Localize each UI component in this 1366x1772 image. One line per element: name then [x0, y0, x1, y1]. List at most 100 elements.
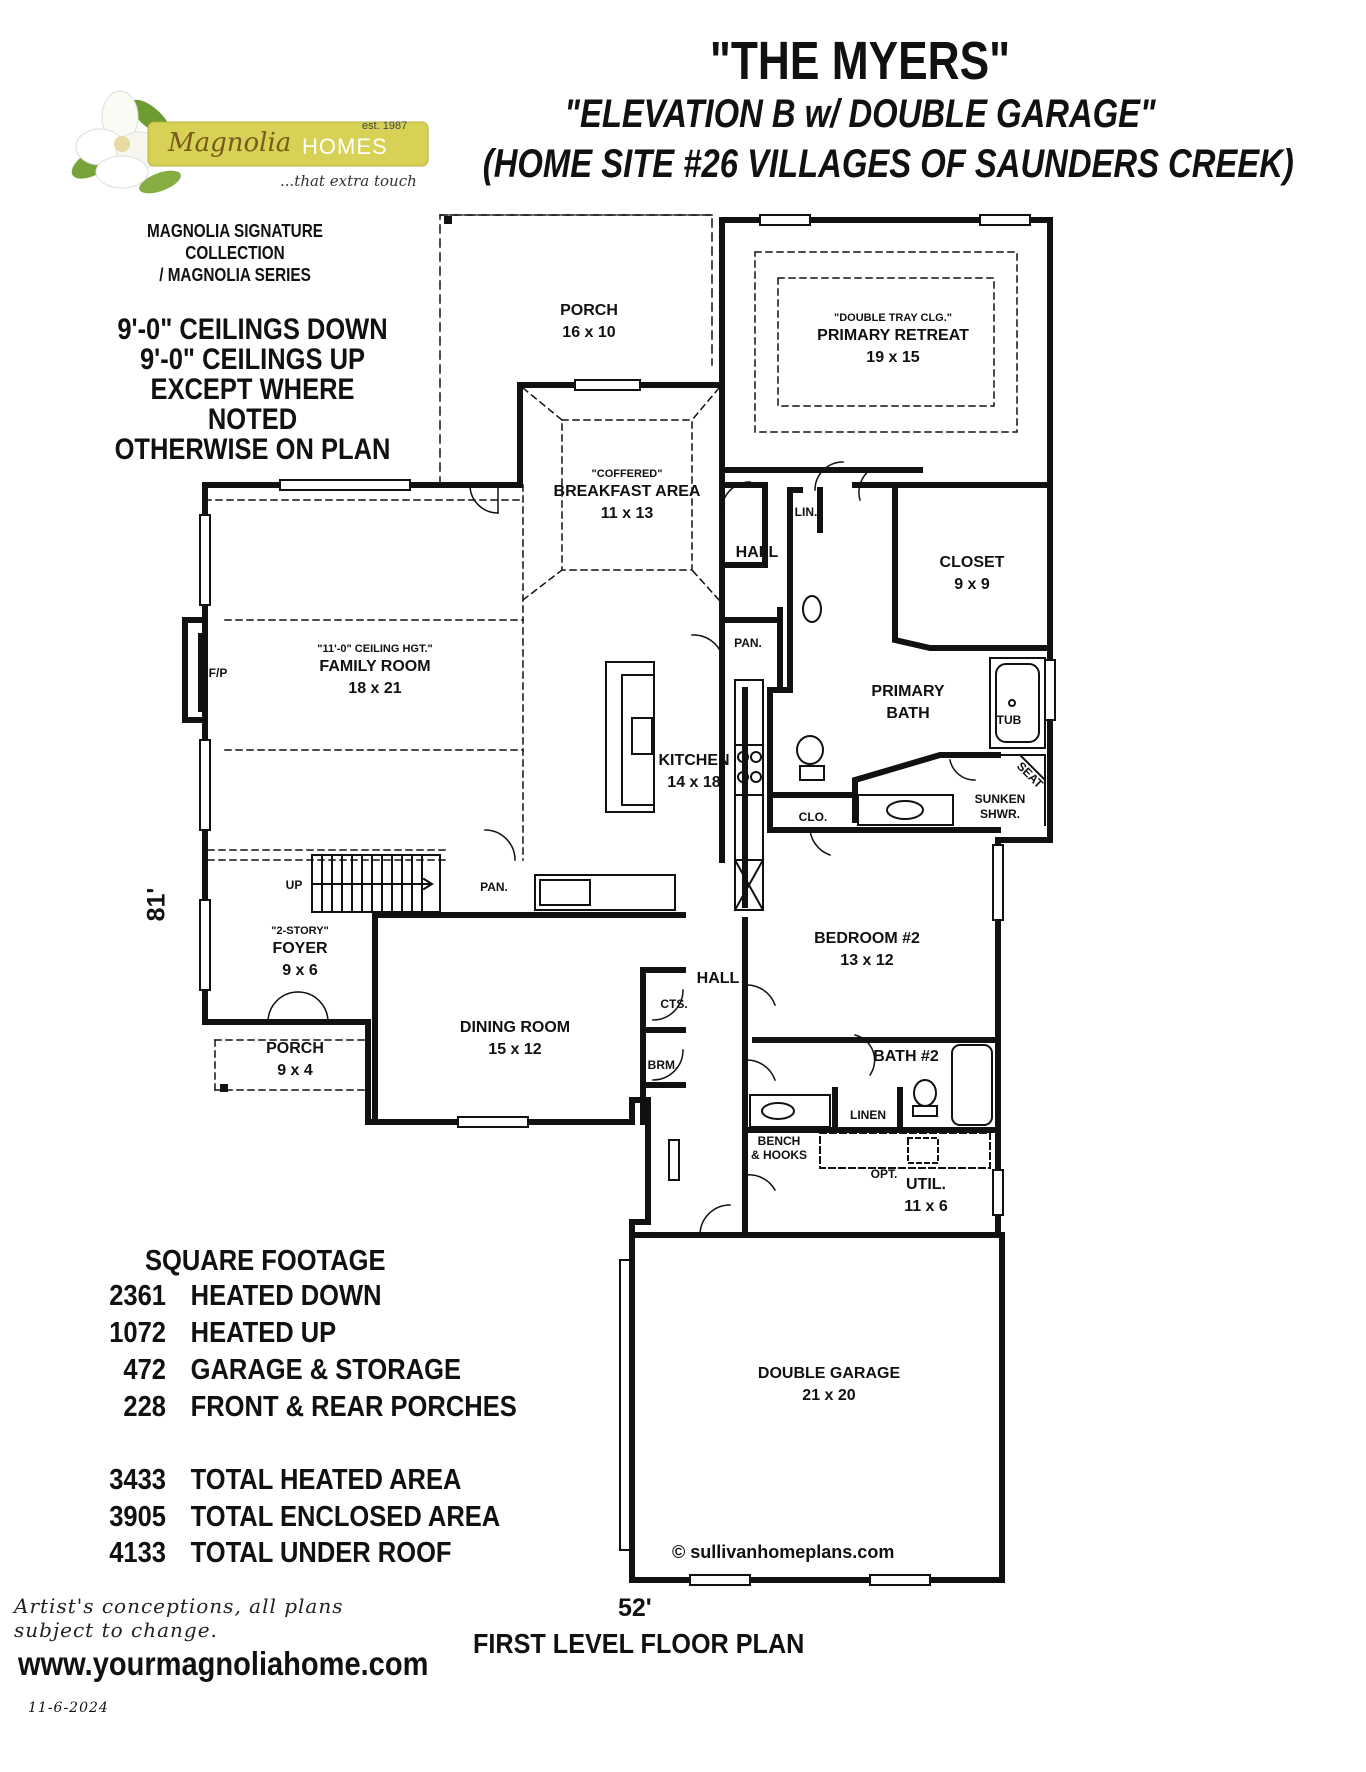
logo-est: est. 1987 [362, 120, 408, 132]
room-name: DINING ROOM [459, 1019, 571, 1036]
closet-label: CLOSET 9 x 9 [940, 552, 1005, 596]
elevation-subtitle: "ELEVATION B w/ DOUBLE GARAGE" [564, 92, 1156, 136]
room-size: 21 x 20 [802, 1387, 856, 1404]
sqft-row: 1072 HEATED UP [100, 1317, 336, 1350]
optional-label: OPT. [870, 1167, 898, 1181]
sqft-value: 1072 [109, 1317, 166, 1349]
room-name: PORCH [266, 1040, 324, 1057]
collection-line: MAGNOLIA SIGNATURE COLLECTION [147, 221, 323, 263]
pantry-label: PAN. [734, 636, 762, 650]
room-name: PORCH [560, 302, 618, 319]
home-site-subtitle: (HOME SITE #26 VILLAGES OF SAUNDERS CREE… [482, 142, 1294, 186]
collection-label: MAGNOLIA SIGNATURE COLLECTION / MAGNOLIA… [108, 220, 363, 286]
logo-caps: HOMES [302, 134, 388, 159]
front-porch-label: PORCH 9 x 4 [266, 1038, 324, 1082]
room-size: 9 x 4 [277, 1062, 313, 1079]
sqft-label: FRONT & REAR PORCHES [190, 1391, 517, 1423]
website-link[interactable]: www.yourmagnoliahome.com [18, 1645, 429, 1682]
disclaimer-line: Artist's conceptions, all plans [14, 1594, 344, 1618]
sqft-label: GARAGE & STORAGE [190, 1354, 461, 1386]
linen-closet-label: LINEN [850, 1108, 886, 1122]
bath-2-label: BATH #2 [873, 1048, 939, 1065]
closet-small-label: CLO. [798, 810, 828, 824]
sqft-row: 228 FRONT & REAR PORCHES [100, 1391, 517, 1424]
magnolia-homes-logo: Magnolia HOMES est. 1987 ...that extra t… [40, 72, 430, 212]
sqft-label: TOTAL UNDER ROOF [190, 1537, 452, 1569]
family-room-label: "11'-0" CEILING HGT." FAMILY ROOM 18 x 2… [317, 643, 432, 700]
room-name: & HOOKS [750, 1148, 808, 1162]
room-size: 9 x 6 [282, 962, 318, 979]
foyer-label: "2-STORY" FOYER 9 x 6 [271, 925, 329, 982]
sqft-row: 3905 TOTAL ENCLOSED AREA [100, 1501, 500, 1534]
sqft-label: TOTAL HEATED AREA [190, 1464, 462, 1496]
page-title: "THE MYERS" [709, 31, 1011, 91]
room-name: SUNKEN [974, 792, 1026, 806]
sqft-value: 3433 [109, 1464, 166, 1496]
ceiling-note: 9'-0" CEILINGS DOWN [117, 313, 388, 346]
disclaimer-text: Artist's conceptions, all plans subject … [14, 1594, 344, 1642]
room-name: BREAKFAST AREA [553, 483, 701, 500]
dining-room-label: DINING ROOM 15 x 12 [460, 1017, 570, 1061]
double-garage-label: DOUBLE GARAGE 21 x 20 [758, 1363, 900, 1407]
room-name: UTIL. [905, 1176, 946, 1193]
depth-dimension: 81' [142, 887, 171, 922]
room-name: PRIMARY [871, 683, 945, 700]
room-name: DOUBLE GARAGE [757, 1365, 901, 1382]
disclaimer-line: subject to change. [14, 1618, 218, 1642]
logo-tagline: ...that extra touch [280, 172, 417, 190]
broom-closet-label: BRM. [647, 1058, 679, 1072]
room-name: BEDROOM #2 [814, 930, 920, 947]
upper-hall-label: HALL [735, 544, 779, 561]
sqft-row: 3433 TOTAL HEATED AREA [100, 1464, 461, 1497]
square-footage-title: SQUARE FOOTAGE [145, 1245, 386, 1277]
kitchen-label: KITCHEN 14 x 18 [658, 750, 729, 794]
room-note: "11'-0" CEILING HGT." [317, 643, 433, 655]
plan-date: 11-6-2024 [28, 1700, 109, 1716]
lower-hall-label: HALL [696, 970, 740, 987]
room-size: 11 x 13 [600, 505, 654, 522]
sunken-shower-label: SUNKEN SHWR. [975, 792, 1026, 822]
room-name: SHWR. [979, 807, 1020, 821]
bedroom-2-label: BEDROOM #2 13 x 12 [814, 928, 920, 972]
room-name: FAMILY ROOM [319, 658, 431, 675]
copyright-text: © sullivanhomeplans.com [672, 1542, 895, 1562]
sqft-label: TOTAL ENCLOSED AREA [190, 1501, 501, 1533]
stair-pantry-label: PAN. [480, 880, 508, 894]
room-name: FOYER [272, 940, 328, 957]
plan-title: FIRST LEVEL FLOOR PLAN [473, 1628, 805, 1659]
room-note: "DOUBLE TRAY CLG." [834, 312, 952, 324]
width-dimension: 52' [618, 1594, 652, 1622]
fireplace-label: F/P [208, 666, 228, 680]
sqft-value: 472 [123, 1354, 166, 1386]
room-name: BATH [886, 705, 930, 722]
sqft-value: 228 [123, 1391, 166, 1423]
sqft-value: 2361 [109, 1280, 166, 1312]
rear-porch-outline [439, 214, 713, 486]
linen-label: LIN. [794, 505, 818, 519]
room-size: 9 x 9 [954, 576, 990, 593]
primary-bath-label: PRIMARY BATH [871, 681, 944, 725]
ceiling-note: 9'-0" CEILINGS UP [139, 343, 366, 376]
room-note: "2-STORY" [271, 925, 329, 937]
ceiling-note: OTHERWISE ON PLAN [114, 433, 391, 466]
rear-porch-label: PORCH 16 x 10 [560, 300, 618, 344]
room-name: KITCHEN [658, 752, 730, 769]
room-size: 19 x 15 [866, 349, 920, 366]
room-name: CLOSET [939, 554, 1005, 571]
room-size: 14 x 18 [667, 774, 721, 791]
room-size: 13 x 12 [840, 952, 894, 969]
room-name: BENCH [757, 1134, 801, 1148]
cts-label: CTS. [660, 997, 688, 1011]
sqft-value: 3905 [109, 1501, 166, 1533]
sqft-label: HEATED UP [190, 1317, 337, 1349]
logo-script: Magnolia [168, 128, 292, 158]
sqft-row: 472 GARAGE & STORAGE [100, 1354, 461, 1387]
collection-line: / MAGNOLIA SERIES [159, 265, 311, 285]
room-size: 15 x 12 [488, 1041, 542, 1058]
bench-hooks-label: BENCH & HOOKS [751, 1134, 807, 1162]
primary-retreat-label: "DOUBLE TRAY CLG." PRIMARY RETREAT 19 x … [817, 312, 969, 369]
tub-label: TUB [996, 713, 1022, 727]
